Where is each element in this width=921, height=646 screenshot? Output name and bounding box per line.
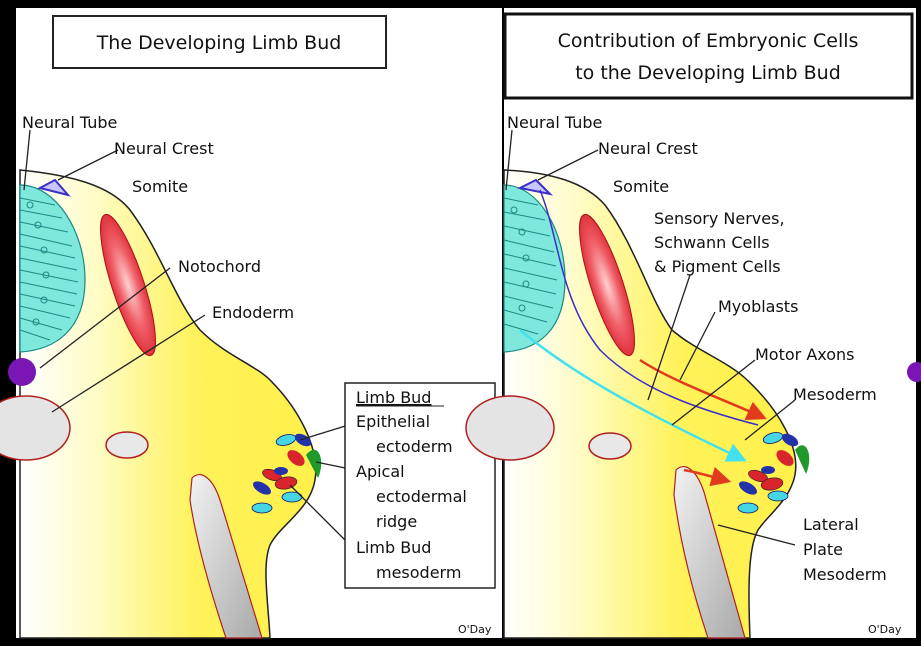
title-box-right bbox=[505, 14, 912, 98]
coelom-right bbox=[466, 396, 554, 460]
notochord-left bbox=[8, 358, 36, 386]
legend-epithelial-2: ectoderm bbox=[376, 437, 453, 456]
label-lateral-3: Mesoderm bbox=[803, 565, 887, 584]
label-myoblasts: Myoblasts bbox=[718, 297, 798, 316]
label-lateral-1: Lateral bbox=[803, 515, 859, 534]
small-cavity-left bbox=[106, 432, 148, 458]
label-mesoderm-right: Mesoderm bbox=[793, 385, 877, 404]
left-title: The Developing Limb Bud bbox=[96, 32, 342, 54]
legend-heading: Limb Bud bbox=[356, 388, 431, 407]
label-motor-axons: Motor Axons bbox=[755, 345, 855, 364]
label-endoderm-left: Endoderm bbox=[212, 303, 294, 322]
label-neural-crest-right: Neural Crest bbox=[598, 139, 698, 158]
legend-apical-1: Apical bbox=[356, 462, 405, 481]
label-neural-tube-left: Neural Tube bbox=[22, 113, 117, 132]
label-neural-crest-left: Neural Crest bbox=[114, 139, 214, 158]
credit-right: O'Day bbox=[868, 623, 902, 636]
credit-left: O'Day bbox=[458, 623, 492, 636]
label-sensory-1: Sensory Nerves, bbox=[654, 209, 785, 228]
label-sensory-3: & Pigment Cells bbox=[654, 257, 781, 276]
legend-apical-3: ridge bbox=[376, 512, 417, 531]
label-somite-right: Somite bbox=[613, 177, 669, 196]
legend-mesoderm-2: mesoderm bbox=[376, 563, 461, 582]
label-neural-tube-right: Neural Tube bbox=[507, 113, 602, 132]
legend-mesoderm-1: Limb Bud bbox=[356, 538, 431, 557]
label-lateral-2: Plate bbox=[803, 540, 843, 559]
label-notochord-left: Notochord bbox=[178, 257, 261, 276]
label-somite-left: Somite bbox=[132, 177, 188, 196]
right-title-line2: to the Developing Limb Bud bbox=[575, 62, 841, 84]
legend-epithelial-1: Epithelial bbox=[356, 412, 430, 431]
left-panel: The Developing Limb Bud Neural Tube Neur… bbox=[0, 8, 502, 638]
small-cavity-right bbox=[589, 433, 631, 459]
right-title-line1: Contribution of Embryonic Cells bbox=[558, 30, 859, 52]
legend-apical-2: ectodermal bbox=[376, 487, 467, 506]
right-panel: Contribution of Embryonic Cells to the D… bbox=[466, 8, 921, 638]
label-sensory-2: Schwann Cells bbox=[654, 233, 770, 252]
